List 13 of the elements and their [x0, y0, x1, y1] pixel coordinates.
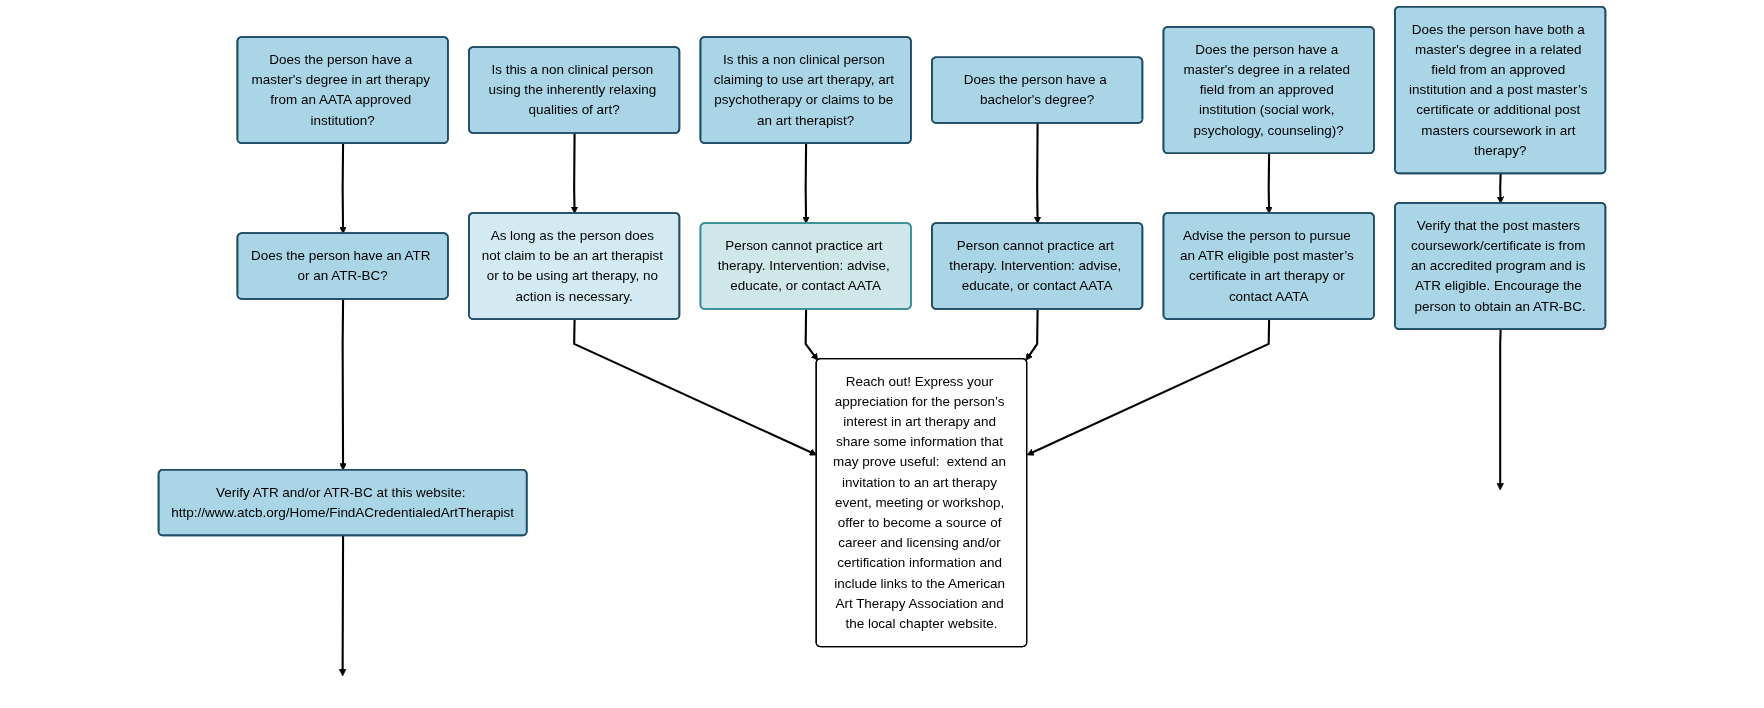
- arrow: [804, 309, 819, 361]
- arrow: [1033, 123, 1042, 224]
- arrow: [1025, 309, 1039, 361]
- arrow: [573, 319, 817, 456]
- arrow: [1496, 329, 1504, 491]
- arrow: [1265, 153, 1273, 214]
- arrow: [802, 143, 810, 224]
- arrow: [570, 133, 579, 214]
- arrow: [1496, 173, 1505, 204]
- arrow: [339, 299, 347, 471]
- arrow: [338, 535, 347, 677]
- arrow: [339, 143, 347, 234]
- arrow: [1026, 319, 1271, 456]
